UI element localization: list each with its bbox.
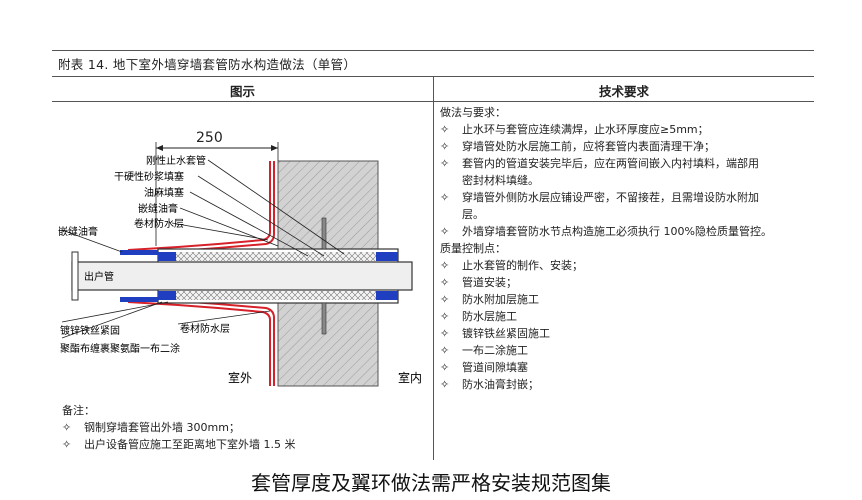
control-item: ✧ 止水套管的制作、安装；	[440, 257, 816, 274]
method-item: ✧ 穿墙管处防水层施工前，应将套管内表面清理干净；	[440, 138, 816, 155]
bullet-icon: ✧	[440, 344, 450, 357]
bullet-icon: ✧	[440, 276, 450, 289]
column-divider	[433, 76, 434, 460]
seal-paste-left-top	[158, 252, 176, 261]
bullet-icon: ✧	[440, 361, 450, 374]
bullet-icon: ✧	[440, 225, 450, 238]
document-title: 附表 14. 地下室外墙穿墙套管防水构造做法（单管）	[58, 57, 357, 72]
membrane-layer-bottom-2	[127, 301, 271, 386]
method-item: ✧ 套管内的管道安装完毕后，应在两管间嵌入内衬填料，端部用	[440, 155, 816, 172]
bullet-icon: ✧	[440, 310, 450, 323]
seal-paste-right-bottom	[376, 291, 398, 300]
control-item-text: 防水层施工	[462, 310, 517, 323]
seal-paste-outer-top	[120, 250, 158, 255]
control-item: ✧ 防水油膏封嵌；	[440, 376, 816, 393]
column-header-diagram: 图示	[229, 84, 255, 99]
control-list: ✧ 止水套管的制作、安装； ✧ 管道安装； ✧ 防水附加层施工 ✧ 防水层施工 ✧ 镀锌铁丝紧固施…	[440, 257, 816, 393]
control-item-text: 防水油膏封嵌；	[462, 378, 539, 391]
label-outlet-pipe: 出户管	[84, 270, 114, 283]
method-title: 做法与要求：	[440, 106, 506, 119]
seal-paste-right-top	[376, 252, 398, 261]
seal-paste-outer-bottom	[120, 297, 158, 302]
method-list: ✧ 止水环与套管应连续满焊，止水环厚度应≥5mm； ✧ 穿墙管处防水层施工前，应将套管…	[440, 121, 816, 240]
notes-list: ✧ 钢制穿墙套管出外墙 300mm； ✧ 出户设备管应施工至距离地下室外墙 1.5 米	[62, 419, 296, 453]
label-membrane-bottom: 卷材防水层	[180, 322, 230, 335]
column-header-requirements: 技术要求	[598, 84, 649, 99]
label-indoor: 室内	[398, 370, 422, 385]
bullet-icon: ✧	[440, 327, 450, 340]
bullet-icon: ✧	[62, 421, 72, 434]
label-rigid-sleeve: 刚性止水套管	[146, 154, 206, 167]
table-top-rule	[52, 50, 814, 51]
method-item-text: 穿墙管外侧防水层应铺设严密，不留接茬，且需增设防水附加	[462, 191, 759, 204]
control-item-text: 管道间隙填塞	[462, 361, 528, 374]
hemp-fill-top	[176, 252, 386, 261]
method-item: ✧ 止水环与套管应连续满焊，止水环厚度应≥5mm；	[440, 121, 816, 138]
method-item-text: 外墙穿墙套管防水节点构造施工必须执行 100%隐检质量管控。	[462, 225, 772, 238]
hemp-fill-bottom	[176, 291, 386, 300]
control-item-text: 管道安装；	[462, 276, 517, 289]
method-item-continued: 层。	[462, 208, 484, 221]
bullet-icon: ✧	[440, 191, 450, 204]
bullet-icon: ✧	[440, 259, 450, 272]
label-galv-wire: 镀锌铁丝紧固	[60, 324, 120, 337]
control-item: ✧ 防水附加层施工	[440, 291, 816, 308]
label-hemp-fill: 油麻填塞	[144, 186, 184, 199]
water-stop-ring-bottom	[321, 302, 327, 335]
water-stop-ring	[321, 217, 327, 250]
control-item: ✧ 管道安装；	[440, 274, 816, 291]
note-item: ✧ 钢制穿墙套管出外墙 300mm；	[62, 419, 296, 436]
control-item-text: 防水附加层施工	[462, 293, 539, 306]
notes-title: 备注：	[62, 404, 95, 417]
bullet-icon: ✧	[62, 438, 72, 451]
seal-paste-left-bottom	[158, 291, 176, 300]
method-item-text: 套管内的管道安装完毕后，应在两管间嵌入内衬填料，端部用	[462, 157, 759, 170]
control-item: ✧ 防水层施工	[440, 308, 816, 325]
note-item: ✧ 出户设备管应施工至距离地下室外墙 1.5 米	[62, 436, 296, 453]
membrane-layer-top-2	[127, 161, 271, 251]
method-item-continued: 密封材料填缝。	[462, 174, 539, 187]
bullet-icon: ✧	[440, 140, 450, 153]
control-item: ✧ 管道间隙填塞	[440, 359, 816, 376]
bullet-icon: ✧	[440, 378, 450, 391]
control-item-text: 镀锌铁丝紧固施工	[462, 327, 550, 340]
technical-requirements: 做法与要求： ✧ 止水环与套管应连续满焊，止水环厚度应≥5mm； ✧ 穿墙管处防水层施…	[440, 104, 816, 393]
dimension-label: 250	[196, 130, 223, 146]
bullet-icon: ✧	[440, 293, 450, 306]
pipe-flange	[71, 251, 79, 301]
method-item: ✧ 穿墙管外侧防水层应铺设严密，不留接茬，且需增设防水附加	[440, 189, 816, 206]
note-item-text: 出户设备管应施工至距离地下室外墙 1.5 米	[84, 438, 296, 451]
control-title: 质量控制点：	[440, 242, 506, 255]
control-item-text: 一布二涂施工	[462, 344, 528, 357]
method-item-text: 止水环与套管应连续满焊，止水环厚度应≥5mm；	[462, 123, 709, 136]
sleeve-waterproof-diagram: 250 刚性止水套管 干硬性砂浆填塞 油麻填塞 嵌缝油膏 卷材防水层 嵌缝油膏 …	[58, 130, 422, 387]
label-seal-paste-left: 嵌缝油膏	[58, 225, 98, 238]
method-item: ✧ 外墙穿墙套管防水节点构造施工必须执行 100%隐检质量管控。	[440, 223, 816, 240]
label-polyester-wrap: 聚酯布缠裹聚氨酯一布二涂	[60, 342, 180, 355]
control-item: ✧ 一布二涂施工	[440, 342, 816, 359]
control-item-text: 止水套管的制作、安装；	[462, 259, 583, 272]
control-item: ✧ 镀锌铁丝紧固施工	[440, 325, 816, 342]
method-item-text: 穿墙管处防水层施工前，应将套管内表面清理干净；	[462, 140, 715, 153]
label-dry-mortar: 干硬性砂浆填塞	[114, 170, 184, 183]
bullet-icon: ✧	[440, 123, 450, 136]
membrane-layer-top	[119, 161, 275, 255]
label-seal-paste-top: 嵌缝油膏	[138, 202, 178, 215]
outlet-pipe	[71, 261, 413, 291]
label-membrane-top: 卷材防水层	[134, 217, 184, 230]
caption: 套管厚度及翼环做法需严格安装规范图集	[251, 471, 611, 495]
notes: 备注： ✧ 钢制穿墙套管出外墙 300mm； ✧ 出户设备管应施工至距离地下室外墙 1…	[62, 402, 296, 453]
note-item-text: 钢制穿墙套管出外墙 300mm；	[84, 421, 240, 434]
membrane-layer-bottom	[119, 297, 275, 386]
bullet-icon: ✧	[440, 157, 450, 170]
label-outdoor: 室外	[228, 370, 252, 385]
